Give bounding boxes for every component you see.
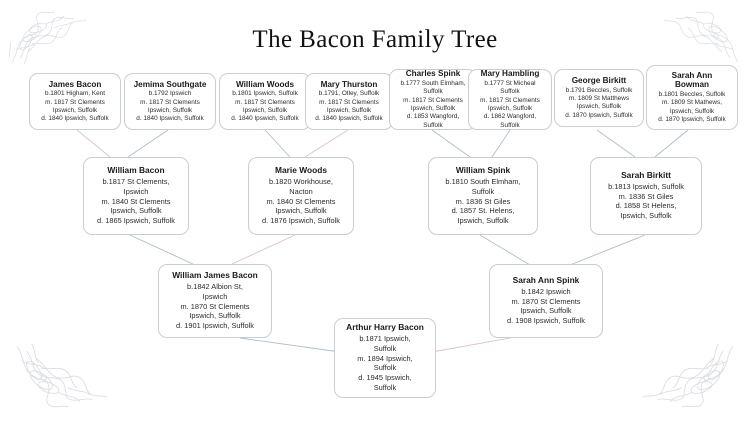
person-name: Jemima Southgate xyxy=(133,79,207,89)
corner-flourish-top-left xyxy=(9,11,87,65)
person-marriage: m. 1817 St Clements Ipswich, Suffolk xyxy=(403,96,463,112)
person-birth: b.1842 Albion St, Ipswich xyxy=(187,282,243,301)
person-death: d. 1908 Ipswich, Suffolk xyxy=(507,316,585,326)
person-name: Mary Hambling xyxy=(480,69,540,79)
person-death: d. 1840 Ipswich, Suffolk xyxy=(136,115,204,123)
person-marriage: m. 1817 St Clements Ipswich, Suffolk xyxy=(140,98,200,114)
person-birth: b.1801 Higham, Kent xyxy=(44,90,106,98)
person-marriage: m. 1870 St Clements Ipswich, Suffolk xyxy=(180,301,250,321)
corner-flourish-bottom-right xyxy=(643,343,734,408)
person-marriage: m. 1836 St Giles xyxy=(618,191,674,201)
person-death: d. 1857 St. Helens, Ipswich, Suffolk xyxy=(451,206,515,226)
person-name: Sarah Birkitt xyxy=(621,170,671,181)
person-card-william-james-bacon[interactable]: William James Bacon b.1842 Albion St, Ip… xyxy=(158,264,272,338)
person-card-william-bacon[interactable]: William Bacon b.1817 St Clements, Ipswic… xyxy=(83,157,189,235)
person-birth: b.1801 Ipswich, Suffolk xyxy=(232,90,298,98)
person-card-sarah-ann-spink[interactable]: Sarah Ann Spink b.1842 Ipswich m. 1870 S… xyxy=(489,264,603,338)
person-birth: b.1792 Ipswich xyxy=(148,90,192,98)
person-card-sarah-ann-bowman[interactable]: Sarah Ann Bowman b.1801 Beccles, Suffolk… xyxy=(646,65,738,130)
person-name: Mary Thurston xyxy=(320,79,378,89)
person-death: d. 1876 Ipswich, Suffolk xyxy=(262,216,340,226)
corner-flourish-top-right xyxy=(663,11,739,63)
person-name: Sarah Ann Bowman xyxy=(671,70,713,90)
person-marriage: m. 1817 St Clements Ipswich, Suffolk xyxy=(480,96,540,112)
person-death: d. 1870 Ipswich, Suffolk xyxy=(658,116,726,123)
person-birth: b.1791 Beccles, Suffolk xyxy=(565,86,633,94)
person-death: d. 1840 Ipswich, Suffolk xyxy=(315,115,383,123)
person-card-james-bacon[interactable]: James Bacon b.1801 Higham, Kent m. 1817 … xyxy=(29,73,121,130)
person-name: Sarah Ann Spink xyxy=(512,275,580,286)
person-death: d. 1945 Ipswich, Suffolk xyxy=(358,373,412,392)
person-name: Arthur Harry Bacon xyxy=(346,322,424,333)
person-marriage: m. 1870 St Clements Ipswich, Suffolk xyxy=(511,296,581,316)
person-birth: b.1820 Workhouse, Nacton xyxy=(269,177,333,196)
person-death: d. 1840 Ipswich, Suffolk xyxy=(41,115,109,123)
person-birth: b.1871 Ipswich, Suffolk xyxy=(359,334,411,353)
person-birth: b.1791, Otley, Suffolk xyxy=(318,90,380,98)
person-card-charles-spink[interactable]: Charles Spink b.1777 South Elmham, Suffo… xyxy=(389,69,477,130)
person-marriage: m. 1840 St Clements Ipswich, Suffolk xyxy=(101,196,171,216)
corner-flourish-bottom-left xyxy=(16,343,107,408)
person-name: William Bacon xyxy=(107,165,165,176)
person-birth: b.1810 South Elmham, Suffolk xyxy=(445,177,521,196)
person-death: d. 1865 Ipswich, Suffolk xyxy=(97,216,175,226)
person-marriage: m. 1817 St Clements Ipswich, Suffolk xyxy=(235,98,295,114)
person-name: George Birkitt xyxy=(571,76,627,85)
person-card-william-spink[interactable]: William Spink b.1810 South Elmham, Suffo… xyxy=(428,157,538,235)
person-name: William Woods xyxy=(236,79,294,89)
person-death: d. 1853 Wangford, Suffolk xyxy=(406,113,460,129)
page-title: The Bacon Family Tree xyxy=(252,26,498,53)
person-card-mary-hambling[interactable]: Mary Hambling b.1777 St Micheal Suffolk … xyxy=(468,69,552,130)
person-death: d. 1858 St Helens, Ipswich, Suffolk xyxy=(615,201,677,221)
person-marriage: m. 1817 St Clements Ipswich, Suffolk xyxy=(45,98,105,114)
person-card-sarah-birkitt[interactable]: Sarah Birkitt b.1813 Ipswich, Suffolk m.… xyxy=(590,157,702,235)
person-name: James Bacon xyxy=(48,79,102,89)
person-birth: b.1813 Ipswich, Suffolk xyxy=(608,181,684,191)
person-marriage: m. 1817 St Clements Ipswich, Suffolk xyxy=(319,98,379,114)
person-card-arthur-harry-bacon[interactable]: Arthur Harry Bacon b.1871 Ipswich, Suffo… xyxy=(334,318,436,398)
person-card-mary-thurston[interactable]: Mary Thurston b.1791, Otley, Suffolk m. … xyxy=(305,73,393,130)
person-birth: b.1801 Beccles, Suffolk xyxy=(658,91,726,99)
person-name: William James Bacon xyxy=(172,270,258,281)
person-name: Marie Woods xyxy=(275,165,327,176)
person-card-marie-woods[interactable]: Marie Woods b.1820 Workhouse, Nacton m. … xyxy=(248,157,354,235)
person-name: William Spink xyxy=(455,165,511,176)
person-marriage: m. 1809 St Mathews, Ipswich, Suffolk xyxy=(661,99,723,115)
person-marriage: m. 1894 Ipswich, Suffolk xyxy=(357,353,413,373)
person-marriage: m. 1809 St Matthews Ipswich, Suffolk xyxy=(568,95,630,111)
person-marriage: m. 1836 St Giles xyxy=(455,196,511,206)
person-card-william-woods[interactable]: William Woods b.1801 Ipswich, Suffolk m.… xyxy=(219,73,311,130)
person-card-george-birkitt[interactable]: George Birkitt b.1791 Beccles, Suffolk m… xyxy=(554,69,644,127)
person-death: d. 1840 Ipswich, Suffolk xyxy=(231,115,299,123)
person-death: d. 1870 Ipswich, Suffolk xyxy=(565,111,633,119)
person-name: Charles Spink xyxy=(405,69,461,79)
person-birth: b.1777 St Micheal Suffolk xyxy=(484,79,536,96)
person-birth: b.1842 Ipswich xyxy=(521,286,571,296)
person-birth: b.1817 St Clements, Ipswich xyxy=(102,177,170,196)
person-birth: b.1777 South Elmham, Suffolk xyxy=(400,79,466,96)
person-card-jemima-southgate[interactable]: Jemima Southgate b.1792 Ipswich m. 1817 … xyxy=(124,73,216,130)
person-marriage: m. 1840 St Clements Ipswich, Suffolk xyxy=(266,196,336,216)
person-death: d. 1862 Wangford, Suffolk xyxy=(483,113,537,129)
person-death: d. 1901 Ipswich, Suffolk xyxy=(176,321,254,331)
